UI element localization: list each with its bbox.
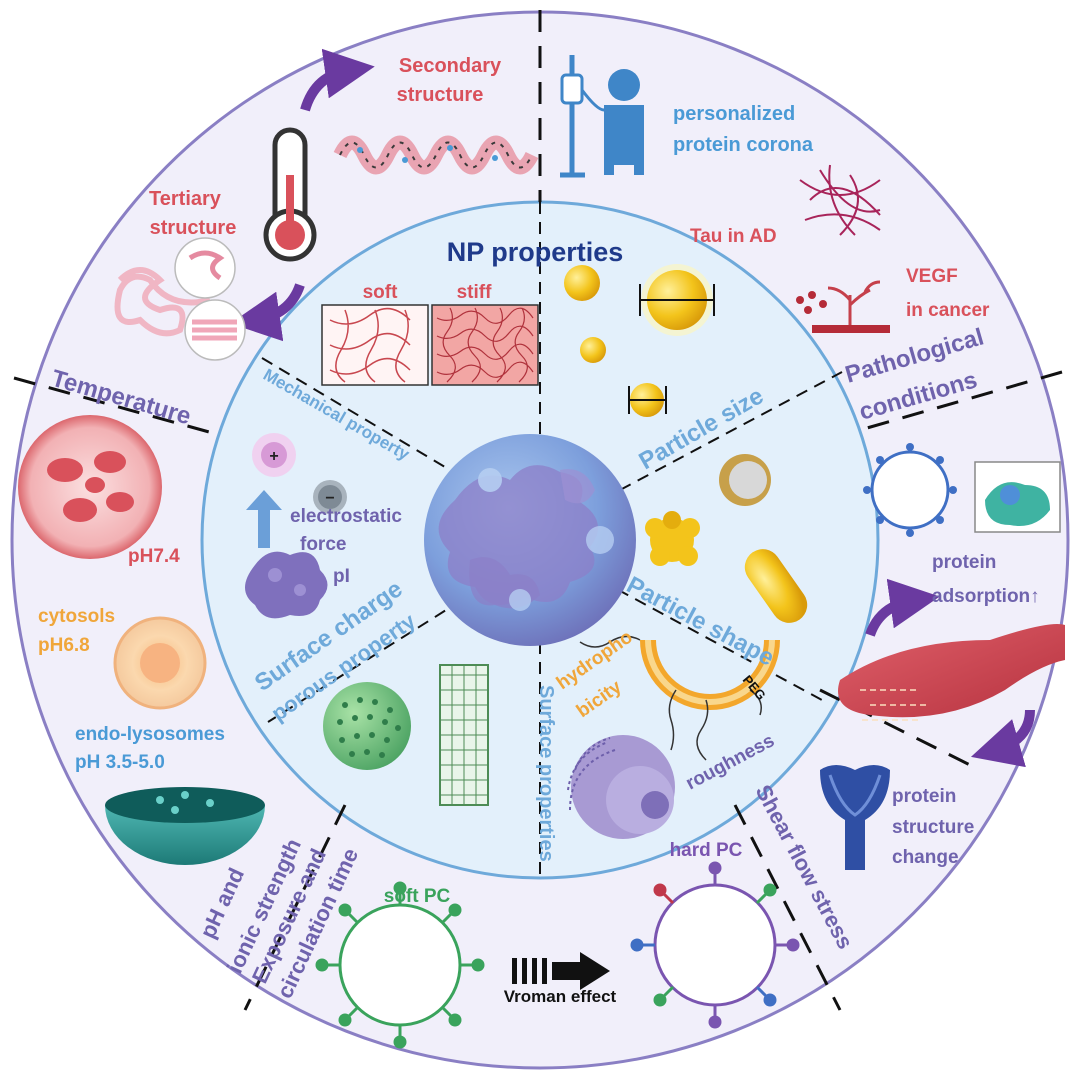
- tertiary-label-1: Tertiary: [149, 188, 222, 210]
- rod-particle: [744, 549, 808, 623]
- secondary-structure-helix: [333, 135, 539, 175]
- soft-pc-ring: [315, 881, 485, 1049]
- tau-fibers: [799, 164, 881, 236]
- personalized-label-2: protein corona: [673, 134, 814, 156]
- hard-pc-label: hard PC: [670, 840, 743, 861]
- tau-label: Tau in AD: [690, 226, 777, 247]
- tertiary-label-2: structure: [150, 217, 237, 239]
- personalized-label-1: personalized: [673, 103, 795, 125]
- cytosols-label-1: cytosols: [38, 606, 115, 627]
- soft-pc-label: soft PC: [384, 886, 451, 907]
- stiff-mesh: [431, 304, 539, 386]
- protein-adsorption-label-2: adsorption↑: [932, 586, 1040, 607]
- force-label: force: [300, 534, 346, 555]
- structure-change-label-1: protein: [892, 786, 956, 807]
- liposome-arc: [579, 635, 780, 761]
- curved-arrow-bottom: [230, 283, 305, 342]
- ph74-label: pH7.4: [128, 546, 180, 567]
- protein-structure-icon: [820, 765, 890, 870]
- tertiary-structure: [114, 237, 246, 361]
- nanotube-icon: [439, 664, 489, 806]
- hard-pc-ring: [630, 861, 800, 1029]
- soft-label: soft: [363, 282, 399, 303]
- inner-dividers: [261, 202, 843, 880]
- secondary-label-2: structure: [397, 84, 484, 106]
- outer-dividers: [13, 10, 1063, 1011]
- cytosols-label-2: pH6.8: [38, 635, 90, 656]
- positive-charge-icon: +: [252, 433, 296, 477]
- patient-icon: [560, 55, 644, 178]
- endo-label-1: endo-lysosomes: [75, 724, 225, 745]
- nanoparticle-sphere: [424, 434, 636, 646]
- porous-sphere-icon: [323, 682, 411, 770]
- endo-label-2: pH 3.5-5.0: [75, 752, 165, 773]
- svg-text:+: +: [269, 448, 278, 465]
- vegf-label-1: VEGF: [906, 266, 958, 287]
- blood-vessel-icon: [18, 415, 162, 559]
- electrostatic-label: electrostatic: [290, 506, 402, 527]
- flower-particle: [645, 511, 700, 566]
- surface-properties-label: Surface properties: [535, 685, 557, 862]
- curved-arrow-right-bottom: [970, 709, 1035, 768]
- thermometer-icon: [263, 127, 317, 262]
- pi-label: pI: [333, 566, 350, 587]
- negative-charge-icon: −: [313, 480, 347, 514]
- soft-mesh: [321, 304, 429, 386]
- up-arrow-icon: [246, 490, 282, 548]
- protein-adsorption-label-1: protein: [932, 552, 996, 573]
- secondary-label-1: Secondary: [399, 55, 502, 77]
- curved-arrow-top: [300, 48, 375, 112]
- structure-change-label-3: change: [892, 847, 959, 868]
- vegf-icon: [796, 280, 890, 333]
- svg-text:−: −: [325, 490, 334, 507]
- center-title: NP properties: [447, 237, 624, 267]
- vroman-label: Vroman effect: [504, 987, 617, 1006]
- lysosome-bowl-icon: [105, 787, 265, 865]
- gold-particles: [564, 264, 715, 417]
- structure-change-label-2: structure: [892, 817, 974, 838]
- shear-vessel-icon: [838, 624, 1065, 721]
- vroman-arrow-icon: [512, 952, 610, 990]
- curved-arrow-right-top: [865, 578, 940, 637]
- protein-blob-icon: [245, 551, 328, 619]
- stiff-label: stiff: [457, 282, 493, 303]
- vegf-label-2: in cancer: [906, 300, 990, 321]
- cell-icon: [113, 616, 207, 710]
- core-shell-particle: [719, 454, 771, 506]
- protein-adsorption-icon: [863, 443, 1061, 537]
- rough-particle: [567, 735, 675, 839]
